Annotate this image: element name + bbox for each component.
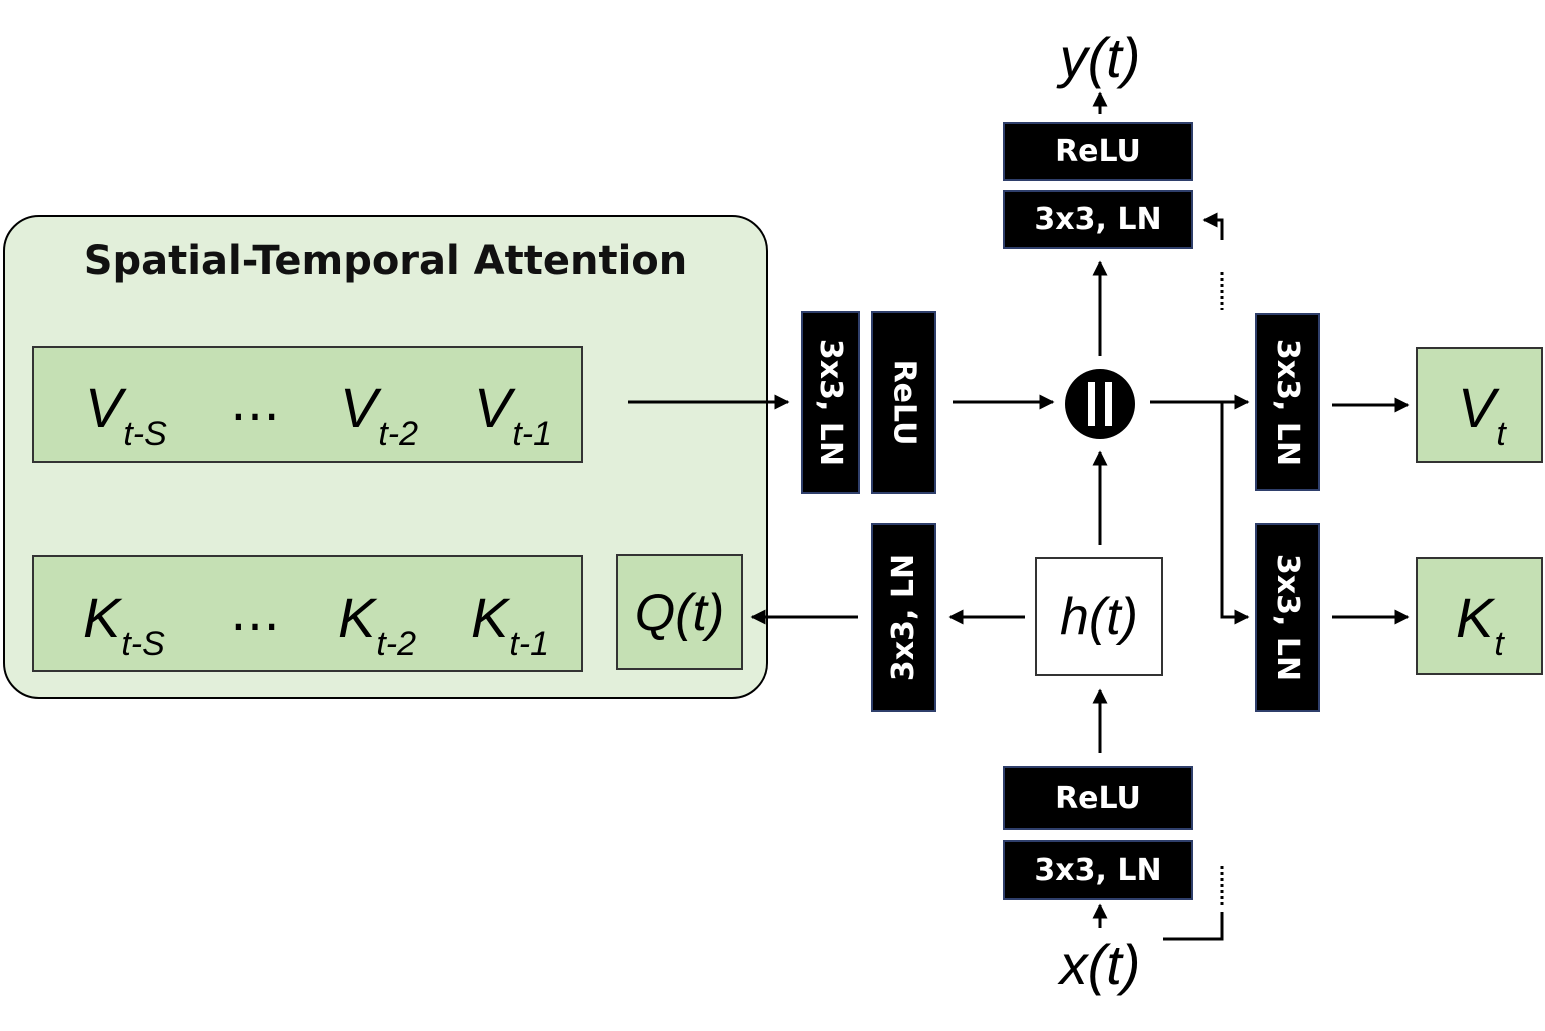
new-key-label: Kt — [1456, 586, 1504, 663]
output-label: y(t) — [1059, 26, 1141, 89]
key-memory-item: Kt-S — [83, 586, 165, 663]
skip-line-bottom — [1163, 912, 1224, 941]
out-value-conv-ln-block: 3x3, LN — [1255, 313, 1320, 491]
query-label: Q(t) — [634, 584, 725, 642]
input-conv-ln-block: 3x3, LN — [1003, 840, 1193, 900]
new-value-label: Vt — [1458, 376, 1506, 453]
value-memory-box — [32, 346, 583, 463]
key-memory-item: Kt-1 — [471, 586, 550, 663]
concat-bar-right — [1105, 382, 1112, 426]
hidden-state-label: h(t) — [1060, 588, 1138, 646]
concat-bar-left — [1088, 382, 1095, 426]
arrow-concat-to-out-kconv — [1220, 402, 1250, 625]
key-memory-box — [32, 555, 583, 672]
hidden-state-box — [1035, 557, 1163, 676]
output-relu-block: ReLU — [1003, 122, 1193, 181]
value-relu-block: ReLU — [871, 311, 936, 494]
value-memory-item: Vt-2 — [340, 376, 419, 453]
value-memory-item: Vt-1 — [474, 376, 553, 453]
out-key-conv-ln-block: 3x3, LN — [1255, 523, 1320, 712]
attention-panel-title: Spatial-Temporal Attention — [83, 238, 688, 284]
key-memory-item: Kt-2 — [338, 586, 417, 663]
query-conv-ln-block: 3x3, LN — [871, 523, 936, 712]
arrow-skip-to-top-conv — [1202, 212, 1224, 240]
new-key-box — [1416, 557, 1543, 675]
output-conv-ln-block: 3x3, LN — [1003, 190, 1193, 249]
value-conv-ln-block: 3x3, LN — [801, 311, 860, 494]
new-value-box — [1416, 347, 1543, 463]
value-memory-ellipsis: … — [230, 374, 280, 432]
input-label: x(t) — [1059, 933, 1141, 996]
value-memory-item: Vt-S — [85, 376, 167, 453]
concat-node — [1065, 369, 1135, 439]
input-relu-block: ReLU — [1003, 766, 1193, 830]
key-memory-ellipsis: … — [230, 584, 280, 642]
query-box — [616, 554, 743, 670]
